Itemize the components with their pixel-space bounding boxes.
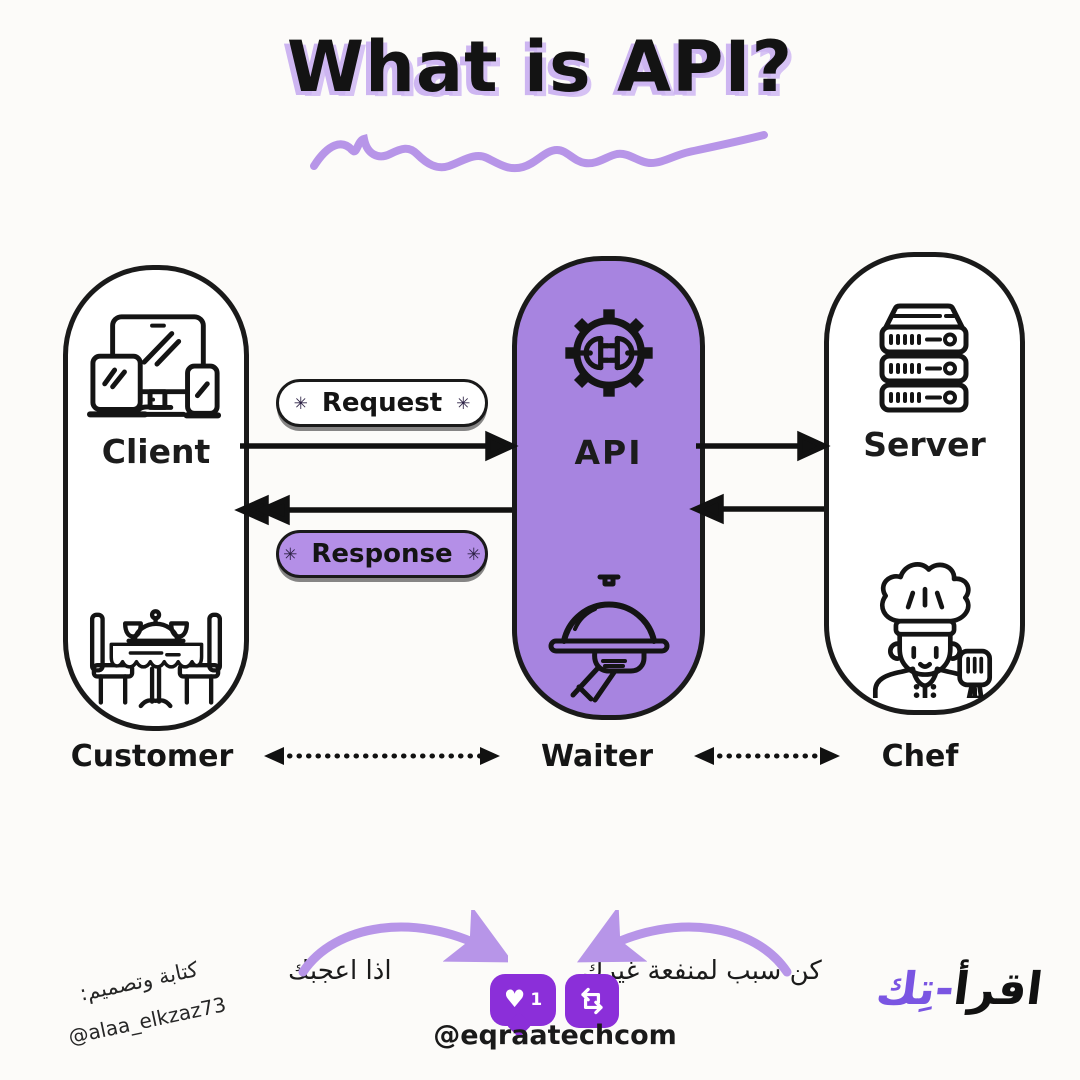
asterisk-icon: ✳ (293, 394, 308, 414)
dining-table-icon (68, 592, 244, 714)
gear-plug-icon (517, 301, 700, 405)
asterisk-icon: ✳ (456, 394, 471, 414)
page-title: What is API? (286, 26, 794, 108)
logo-text-purple: -تِك (873, 962, 958, 1015)
waiter-cloche-icon (517, 569, 700, 703)
waiter-chef-dotted-arrow (694, 747, 840, 765)
api-label: API (574, 433, 643, 472)
api-box: API (512, 256, 705, 720)
curved-arrow-right-icon (576, 910, 792, 977)
server-label: Server (863, 425, 986, 464)
asterisk-icon: ✳ (466, 545, 481, 565)
like-notification-icon[interactable]: ♥ 1 (490, 974, 556, 1038)
client-label: Client (101, 432, 211, 471)
request-label: Request (321, 388, 443, 418)
server-rack-icon (829, 297, 1020, 413)
squiggle-underline (310, 131, 768, 173)
curved-arrow-left-icon (298, 910, 508, 977)
chef-label: Chef (881, 739, 959, 774)
like-count: 1 (530, 990, 543, 1010)
account-handle[interactable]: @eqraatechcom (433, 1020, 677, 1051)
request-pill: ✳ Request ✳ (276, 379, 488, 427)
client-box: Client (63, 265, 249, 731)
heart-icon: ♥ (503, 985, 526, 1013)
logo-text-black: اقرأ (950, 962, 1046, 1015)
customer-label: Customer (70, 739, 234, 774)
repost-icon[interactable] (565, 974, 619, 1028)
chef-icon (829, 548, 1020, 698)
server-box: Server (824, 252, 1025, 715)
asterisk-icon: ✳ (283, 545, 298, 565)
waiter-label: Waiter (540, 739, 654, 774)
response-label: Response (311, 539, 453, 569)
customer-waiter-dotted-arrow (264, 747, 500, 765)
eqraatech-logo: اقرأ-تِك (849, 962, 1071, 1015)
response-pill: ✳ Response ✳ (276, 530, 488, 578)
credit-block: كتابة وتصميم: @alaa_elkzaz73 (13, 937, 274, 1065)
devices-icon (68, 310, 244, 432)
